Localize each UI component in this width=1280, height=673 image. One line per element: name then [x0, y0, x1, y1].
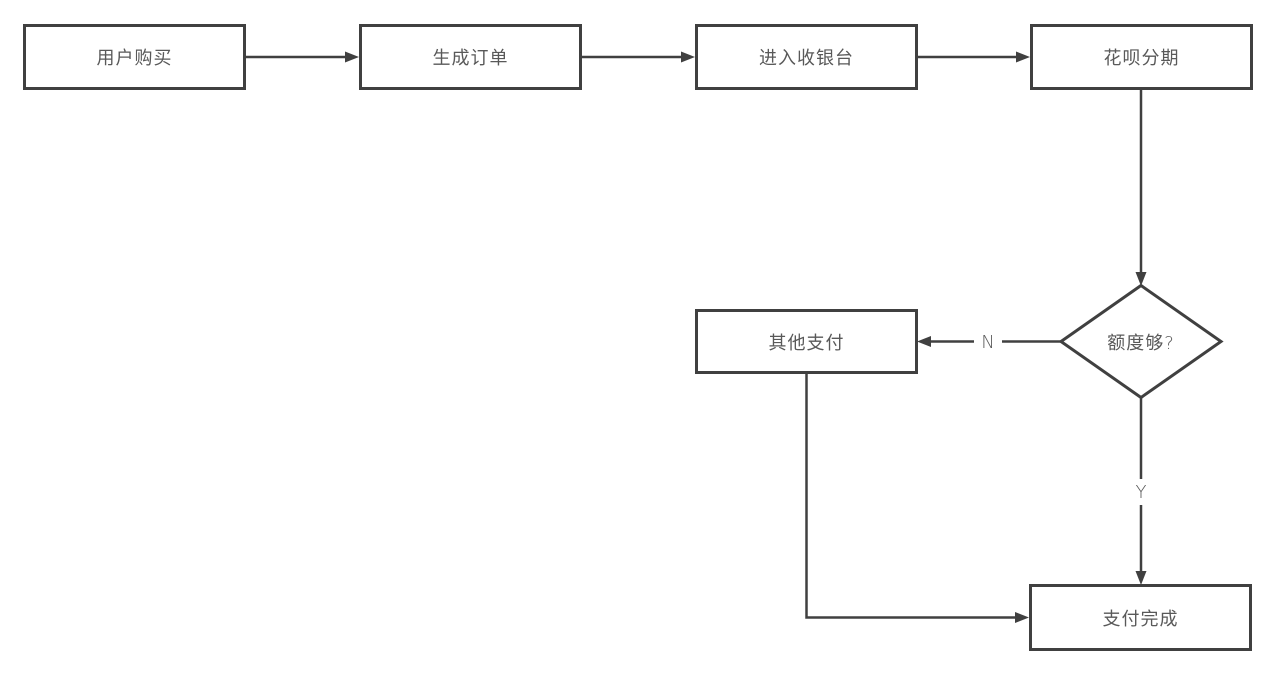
- node-label-user-purchase: 用户购买: [96, 48, 173, 69]
- arrowhead-other-payment: [917, 336, 931, 347]
- flow-node-user-purchase: 用户购买: [23, 24, 246, 90]
- flow-node-huabei-installment: 花呗分期: [1030, 24, 1253, 90]
- node-label-other-payment: 其他支付: [768, 332, 845, 354]
- flow-node-other-payment: 其他支付: [695, 309, 918, 374]
- edge-other-payment-to-payment-complete: [805, 374, 1017, 619]
- node-label-quota-enough: 额度够?: [1107, 333, 1175, 354]
- edge-label-y: Y: [1127, 479, 1155, 505]
- arrowhead-quota-enough: [1135, 272, 1147, 286]
- flow-node-quota-enough-label: 额度够?: [1081, 330, 1201, 354]
- node-label-enter-checkout: 进入收银台: [759, 48, 854, 69]
- arrowhead-enter-checkout: [681, 51, 695, 63]
- node-label-huabei-installment: 花呗分期: [1103, 48, 1180, 69]
- flow-node-payment-complete: 支付完成: [1029, 584, 1252, 651]
- arrowhead-huabei-installment: [1016, 51, 1030, 63]
- flow-node-create-order: 生成订单: [359, 24, 582, 90]
- edge-label-n: N: [974, 329, 1002, 355]
- arrowhead-payment-complete-from-other: [1015, 612, 1029, 623]
- arrowhead-payment-complete-from-y: [1135, 571, 1147, 585]
- node-label-payment-complete: 支付完成: [1102, 608, 1179, 630]
- flow-node-enter-checkout: 进入收银台: [695, 24, 918, 90]
- arrowhead-create-order: [345, 51, 359, 63]
- node-label-create-order: 生成订单: [432, 48, 509, 69]
